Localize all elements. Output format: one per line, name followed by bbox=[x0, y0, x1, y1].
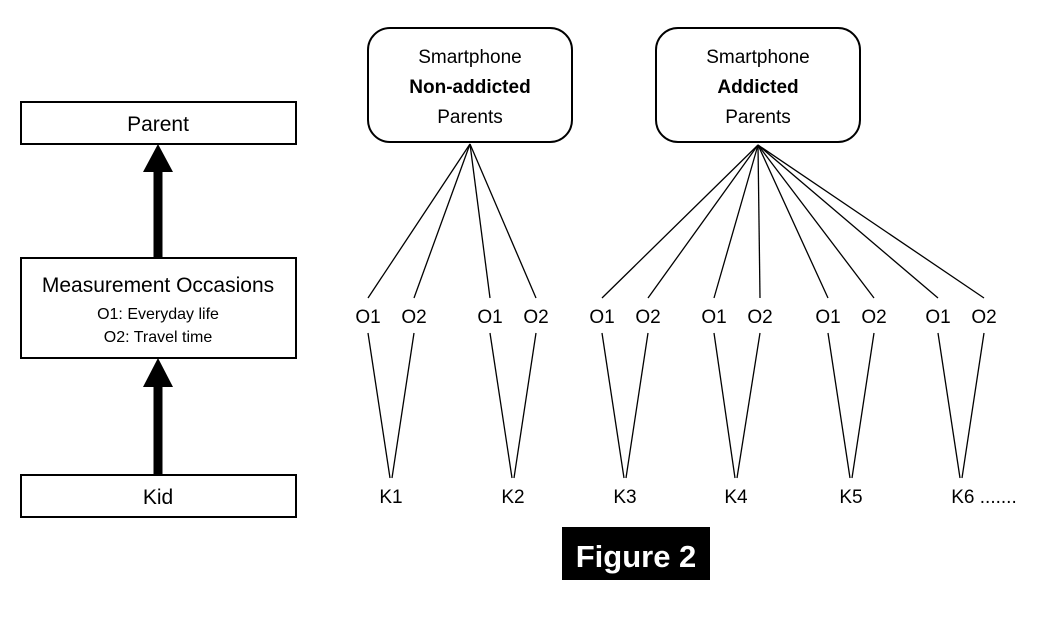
non-addicted-line-3: Parents bbox=[437, 107, 502, 128]
non-addicted-box-rect bbox=[367, 27, 573, 143]
fan-line-to-o1-k1 bbox=[367, 143, 471, 299]
fan-line-to-o1-k6 bbox=[757, 144, 939, 299]
addicted-box-rect bbox=[655, 27, 861, 143]
group-addicted: Smartphone Addicted Parents bbox=[601, 27, 985, 299]
occasion-label: O1 bbox=[815, 307, 840, 328]
occasion-label: O1 bbox=[925, 307, 950, 328]
v-line-o2-k1 bbox=[391, 332, 415, 479]
measurement-box-subline-o2: O2: Travel time bbox=[104, 329, 213, 346]
kid-label: K6 ....... bbox=[951, 487, 1016, 508]
caption-label: Figure 2 bbox=[576, 539, 697, 574]
v-line-o1-k2 bbox=[489, 332, 513, 479]
fan-line-to-o1-k3 bbox=[601, 144, 759, 299]
measurement-box-subline-o1: O1: Everyday life bbox=[97, 306, 219, 323]
arrow-head-icon bbox=[143, 358, 173, 387]
arrow-occasions-to-parent bbox=[143, 144, 173, 258]
occasion-label: O1 bbox=[701, 307, 726, 328]
measurement-box-label: Measurement Occasions bbox=[42, 274, 274, 297]
fan-line-to-o1-k4 bbox=[713, 144, 759, 299]
fan-line-to-o2-k1 bbox=[413, 143, 471, 299]
fan-line-to-o2-k4 bbox=[757, 144, 761, 299]
kid-labels-row: K1 K2 K3 K4 K5 K6 ....... bbox=[379, 487, 1016, 508]
occasion-label: O1 bbox=[355, 307, 380, 328]
legend-box-parent: Parent bbox=[20, 101, 297, 145]
occasion-label: O2 bbox=[523, 307, 548, 328]
fan-line-to-o1-k2 bbox=[469, 143, 491, 299]
fan-line-to-o1-k5 bbox=[757, 144, 829, 299]
legend-box-kid: Kid bbox=[20, 474, 297, 518]
occasion-label: O2 bbox=[971, 307, 996, 328]
group-non-addicted: Smartphone Non-addicted Parents bbox=[367, 27, 573, 299]
addicted-line-1: Smartphone bbox=[706, 47, 810, 68]
fan-line-to-o2-k2 bbox=[469, 143, 537, 299]
occasion-labels-row: O1 O2 O1 O2 O1 O2 O1 O2 O1 O2 O1 O2 bbox=[355, 307, 996, 328]
occasion-label: O2 bbox=[861, 307, 886, 328]
v-line-o2-k3 bbox=[625, 332, 649, 479]
v-line-o1-k1 bbox=[367, 332, 391, 479]
addicted-line-3: Parents bbox=[725, 107, 790, 128]
v-line-o1-k4 bbox=[713, 332, 736, 479]
occasion-label: O2 bbox=[401, 307, 426, 328]
legend-box-measurement-occasions: Measurement Occasions O1: Everyday life … bbox=[20, 257, 297, 359]
v-line-o1-k3 bbox=[601, 332, 625, 479]
addicted-fan-lines bbox=[601, 144, 985, 299]
occasion-label: O1 bbox=[589, 307, 614, 328]
kid-box-rect bbox=[20, 474, 297, 518]
non-addicted-line-1: Smartphone bbox=[418, 47, 522, 68]
v-line-o2-k4 bbox=[736, 332, 761, 479]
kid-label: K4 bbox=[724, 487, 748, 508]
v-line-o1-k5 bbox=[827, 332, 851, 479]
parent-box-rect bbox=[20, 101, 297, 145]
fan-line-to-o2-k3 bbox=[647, 144, 759, 299]
arrow-head-icon bbox=[143, 144, 173, 172]
fan-line-to-o2-k6 bbox=[757, 144, 985, 299]
v-line-o2-k2 bbox=[513, 332, 537, 479]
fan-line-to-o2-k5 bbox=[757, 144, 875, 299]
measurement-box-rect bbox=[20, 257, 297, 359]
kid-label: K2 bbox=[501, 487, 524, 508]
occasion-label: O2 bbox=[635, 307, 660, 328]
parent-box-label: Parent bbox=[127, 113, 189, 136]
figure-caption: Figure 2 bbox=[562, 527, 710, 580]
caption-background bbox=[562, 527, 710, 580]
occasion-to-kid-lines bbox=[367, 332, 985, 479]
non-addicted-fan-lines bbox=[367, 143, 537, 299]
legend-panel: Parent Measurement Occasions O1: Everyda… bbox=[20, 101, 297, 518]
v-line-o1-k6 bbox=[937, 332, 961, 479]
v-line-o2-k5 bbox=[851, 332, 875, 479]
occasion-label: O2 bbox=[747, 307, 772, 328]
non-addicted-line-2: Non-addicted bbox=[409, 77, 530, 98]
kid-label: K1 bbox=[379, 487, 402, 508]
kid-label: K3 bbox=[613, 487, 636, 508]
addicted-line-2: Addicted bbox=[717, 77, 798, 98]
kid-label: K5 bbox=[839, 487, 862, 508]
v-line-o2-k6 bbox=[961, 332, 985, 479]
occasion-label: O1 bbox=[477, 307, 502, 328]
arrow-kid-to-occasions bbox=[143, 358, 173, 475]
kid-box-label: Kid bbox=[143, 486, 173, 509]
